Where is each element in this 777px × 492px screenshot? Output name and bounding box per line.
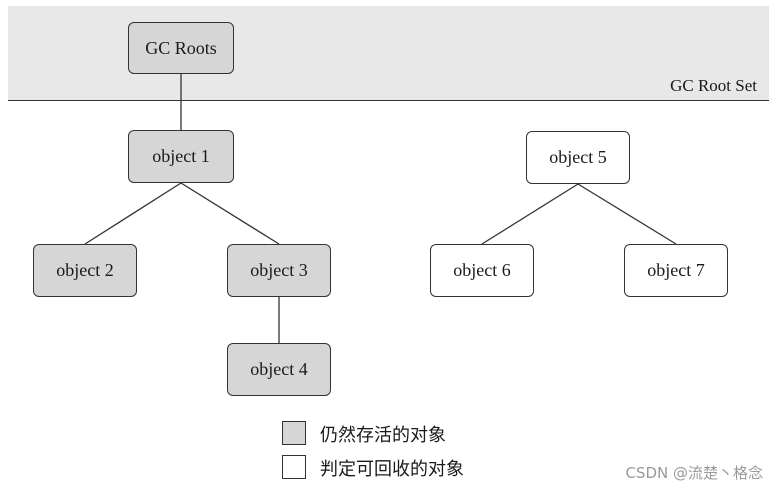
edge-object5-object7 [577,183,677,245]
legend-swatch-alive [282,421,306,445]
node-object-5: object 5 [526,131,630,184]
gc-root-set-label: GC Root Set [670,76,757,95]
edge-object1-object3 [180,182,280,245]
node-object-6: object 6 [430,244,534,297]
watermark: CSDN @流楚丶格念 [625,464,763,482]
edge-object1-object2 [84,182,182,245]
node-gc-roots: GC Roots [128,22,234,74]
node-object-7: object 7 [624,244,728,297]
node-object-3: object 3 [227,244,331,297]
node-object-1: object 1 [128,130,234,183]
legend-label-reclaimable: 判定可回收的对象 [320,459,464,480]
legend-swatch-reclaimable [282,455,306,479]
legend-label-alive: 仍然存活的对象 [320,425,446,446]
edge-object5-object6 [481,183,579,245]
node-object-4: object 4 [227,343,331,396]
node-object-2: object 2 [33,244,137,297]
gc-root-set-divider [8,100,769,101]
